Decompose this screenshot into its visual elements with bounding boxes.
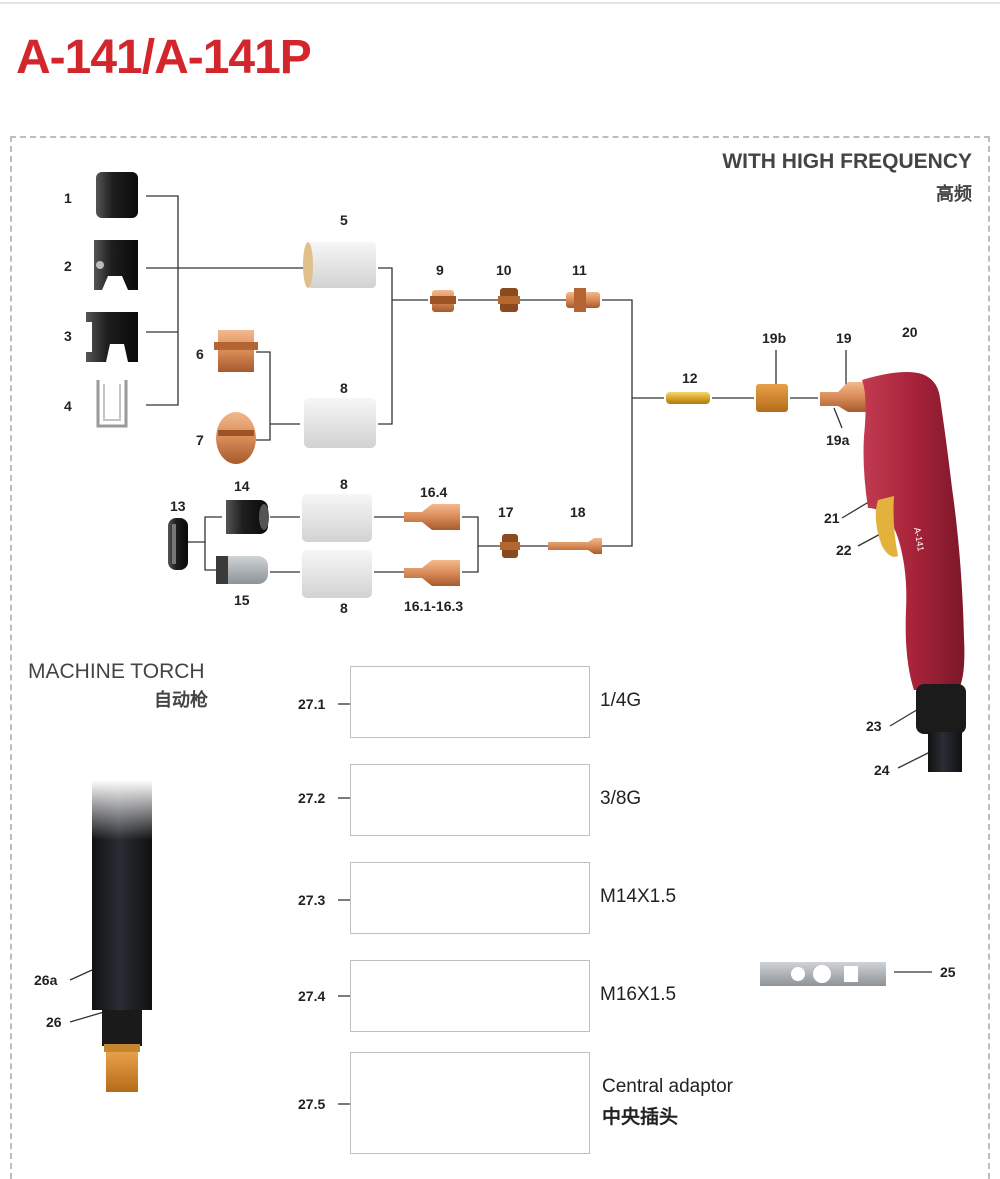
fitting-box-27-2 bbox=[350, 764, 590, 836]
part-17-insulator bbox=[500, 534, 520, 558]
part-25-spanner bbox=[760, 962, 886, 986]
diagram-frame bbox=[10, 136, 990, 1179]
label-part-1: 1 bbox=[64, 190, 72, 206]
label-part-18: 18 bbox=[570, 504, 586, 520]
part-8-ceramic-lower bbox=[302, 550, 372, 598]
label-part-19: 19 bbox=[836, 330, 852, 346]
part-26-machine-torch bbox=[92, 780, 152, 1092]
fitting-box-27-1 bbox=[350, 666, 590, 738]
label-part-21: 21 bbox=[824, 510, 840, 526]
part-1-shield-cap bbox=[96, 172, 138, 218]
part-10-insulator bbox=[498, 288, 520, 312]
fitting-label-27-5-cn: 中央插头 bbox=[602, 1107, 679, 1128]
label-part-9: 9 bbox=[436, 262, 444, 278]
label-part-8-lower: 8 bbox=[340, 600, 348, 616]
label-part-24: 24 bbox=[874, 762, 890, 778]
fitting-label-27-2: 3/8G bbox=[600, 788, 642, 809]
label-part-23: 23 bbox=[866, 718, 882, 734]
fitting-box-27-3 bbox=[350, 862, 590, 934]
part-16-1-tip bbox=[404, 560, 460, 586]
label-part-7: 7 bbox=[196, 432, 204, 448]
label-part-20: 20 bbox=[902, 324, 918, 340]
label-part-15: 15 bbox=[234, 592, 250, 608]
fitting-box-27-5 bbox=[350, 1052, 590, 1154]
fitting-ref-27-1: 27.1 bbox=[298, 696, 326, 712]
label-part-4: 4 bbox=[64, 398, 72, 414]
part-12-connector bbox=[666, 392, 710, 404]
label-part-22: 22 bbox=[836, 542, 852, 558]
label-part-16-4: 16.4 bbox=[420, 484, 448, 500]
label-part-26a: 26a bbox=[34, 972, 58, 988]
section-machine-title-cn: 自动枪 bbox=[154, 690, 208, 710]
label-part-6: 6 bbox=[196, 346, 204, 362]
label-part-19b: 19b bbox=[762, 330, 787, 346]
section-machine-title: MACHINE TORCH bbox=[28, 660, 205, 683]
part-6-deflector bbox=[214, 330, 258, 372]
section-hf-title-cn: 高频 bbox=[936, 184, 972, 204]
label-part-19a: 19a bbox=[826, 432, 850, 448]
part-16-4-tip bbox=[404, 504, 460, 530]
fitting-ref-27-3: 27.3 bbox=[298, 892, 326, 908]
fitting-ref-27-2: 27.2 bbox=[298, 790, 326, 806]
part-9-electrode bbox=[430, 290, 456, 312]
part-19b-sleeve bbox=[756, 384, 788, 412]
svg-text:A-141: A-141 bbox=[912, 527, 926, 552]
label-part-8-middle: 8 bbox=[340, 476, 348, 492]
label-part-25: 25 bbox=[940, 964, 956, 980]
part-8-ceramic-upper bbox=[304, 398, 376, 448]
part-20-torch-handle: A-141 bbox=[820, 372, 966, 772]
label-part-3: 3 bbox=[64, 328, 72, 344]
part-14-nozzle-shield bbox=[226, 500, 269, 534]
fitting-ref-27-4: 27.4 bbox=[298, 988, 326, 1004]
fitting-label-27-5: Central adaptor bbox=[602, 1076, 733, 1097]
section-hf-title: WITH HIGH FREQUENCY bbox=[722, 150, 972, 173]
top-divider bbox=[0, 2, 1000, 4]
part-4-spacer-clip bbox=[96, 380, 128, 428]
label-part-8-upper: 8 bbox=[340, 380, 348, 396]
part-18-torch-body-head bbox=[548, 538, 602, 554]
label-part-10: 10 bbox=[496, 262, 512, 278]
part-3-gouging-shield bbox=[86, 312, 138, 362]
part-11-torch-body-head bbox=[566, 288, 600, 312]
fitting-label-27-1: 1/4G bbox=[600, 690, 642, 711]
label-part-12: 12 bbox=[682, 370, 698, 386]
part-7-deflector bbox=[216, 412, 256, 464]
part-2-drag-shield bbox=[94, 240, 138, 290]
page-title: A-141/A-141P bbox=[16, 31, 312, 84]
label-part-14: 14 bbox=[234, 478, 250, 494]
label-part-17: 17 bbox=[498, 504, 514, 520]
label-part-11: 11 bbox=[572, 262, 587, 278]
label-part-2: 2 bbox=[64, 258, 72, 274]
label-part-5: 5 bbox=[340, 212, 348, 228]
fitting-label-27-3: M14X1.5 bbox=[600, 886, 677, 907]
fitting-box-27-4 bbox=[350, 960, 590, 1032]
part-15-nozzle-shield bbox=[216, 556, 268, 584]
part-5-swirl-ring bbox=[303, 242, 376, 288]
fitting-ref-27-5: 27.5 bbox=[298, 1096, 326, 1112]
part-13-cap bbox=[168, 518, 188, 570]
label-part-13: 13 bbox=[170, 498, 186, 514]
label-part-16-1: 16.1-16.3 bbox=[404, 598, 464, 614]
label-part-26: 26 bbox=[46, 1014, 62, 1030]
fitting-label-27-4: M16X1.5 bbox=[600, 984, 677, 1005]
part-8-ceramic-middle bbox=[302, 494, 372, 542]
